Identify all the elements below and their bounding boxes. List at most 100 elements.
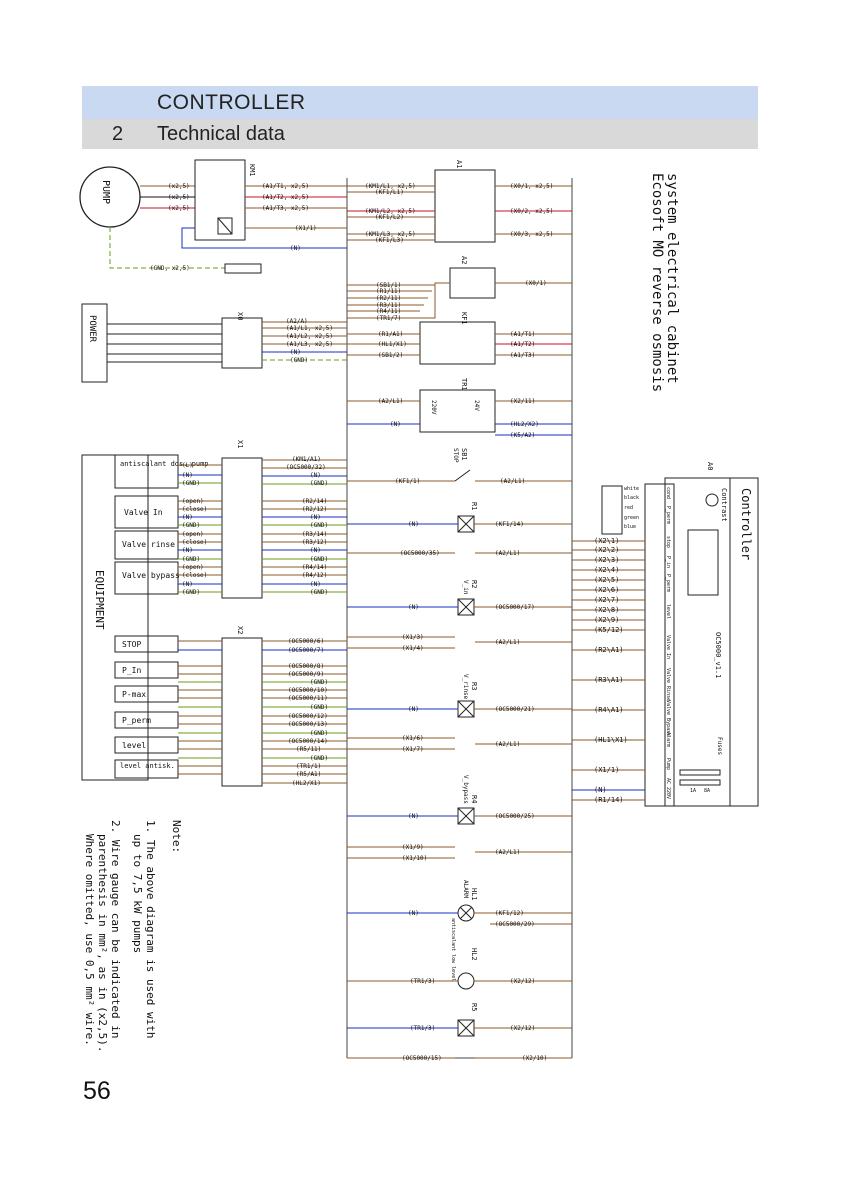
hl2-sub: antiscalant low level [450,918,456,981]
tr1-left-2: (N) [390,421,401,428]
notes-heading: Note: [170,820,183,853]
fuse-a-label: 1A [690,788,696,794]
tr1-primary: 220V [430,400,437,415]
km1-coil [217,217,233,235]
x1-right-5: (R2/14) [302,498,327,505]
controller-label: Controller [739,488,753,560]
equip-valve-bypass [114,561,179,595]
relay-label-29: (OC5000/15) [402,1055,442,1062]
port-12: AC 220V [665,778,671,799]
note-1: 1. The above diagram is used with [144,820,157,1039]
hl1-sub: ALARM [462,880,469,898]
a2-left-6: (TR1/7) [376,315,401,322]
a2-left-5: (R4/11) [376,308,401,315]
x1-terminal-block [221,457,263,599]
a1-left-6: (KF1/L3) [375,237,404,244]
relay-label-15: (X1/7) [402,746,424,753]
a2-box [449,267,496,299]
x1-sig-11: (GND) [182,556,200,563]
port-11: Pump [665,758,671,770]
x1-right-7: (N) [310,514,321,521]
km1-right-2: (A1/T2, x2,5) [262,194,309,201]
ground-terminal [224,263,262,274]
x2-right-3: (OC5000/8) [288,663,324,670]
relay-label-26: (X2/12) [510,978,535,985]
x0-label: X0 [236,312,244,320]
a2-breaker: A2 (SB1/1) (R1/11) (R2/11) (R3/11) (R4/1… [347,256,572,322]
x2-right-8: (GND) [310,704,328,711]
km1-coil-mark [217,217,233,235]
x2-right-13: (R5/11) [296,746,321,753]
x1-right-16: (GND) [310,589,328,596]
hl2-label: HL2 [470,948,478,961]
ctrl-left-17: (R1/14) [594,796,624,804]
pump-section: PUMP (x2,5) (x2,5) (x2,5) (GND, x2,5) [79,166,225,272]
pump-wire-label-1: (x2,5) [168,183,190,190]
x0-right-4: (A1/L3, x2,5) [286,341,333,348]
kf1-left-3: (SB1/2) [378,352,403,359]
x1-right-8: (GND) [310,522,328,529]
r1-label: R1 [470,502,478,510]
a2-left-4: (R3/11) [376,302,401,309]
x2-right-15: (TR1/1) [296,763,321,770]
equip-level [114,736,179,754]
x1-sig-1: (L) [182,462,193,469]
relay-label-2: (A2/L1) [500,478,525,485]
equip-label-2: Valve In [124,508,163,517]
km1-right-1: (A1/T1, x2,5) [262,183,309,190]
a1-left-4: (KF1/L2) [375,214,404,221]
x2-right-4: (OC5000/9) [288,671,324,678]
relay-label-8: (OC5000/17) [495,604,535,611]
relay-label-4: (KF1/14) [495,521,524,528]
x1-right-13: (R4/14) [302,564,327,571]
a2-right: (X0/1) [525,280,547,287]
ctrl-left-1: (X2\1) [594,537,619,545]
a1-left-2: (KF1/L1) [375,189,404,196]
kf1-left-2: (HL1/X1) [378,341,407,348]
ctrl-left-2: (X2\2) [594,546,619,554]
r4-sub: V_bypass [462,775,469,804]
x1-sig-14: (N) [182,581,193,588]
ctrl-left-8: (X2\8) [594,606,619,614]
port-2: P_perm [665,506,671,524]
x0-right-3: (A1/L2, x2,5) [286,333,333,340]
kf1-left-1: (R1/A1) [378,331,403,338]
kf1-label: KF1 [460,312,468,325]
port-8: Valve Rinse [665,668,671,701]
relay-label-23: (KF1/12) [495,910,524,917]
km1-right-5: (N) [290,245,301,252]
equip-label-3: Valve rinse [122,540,175,549]
x1-sig-3: (GND) [182,480,200,487]
relay-label-20: (X1/10) [402,855,427,862]
sb1-label: SB1 [460,448,468,461]
a2-left-1: (SB1/1) [376,282,401,289]
port-3: stop [665,536,671,548]
x2-right-1: (OC5000/6) [288,638,324,645]
x2-label: X2 [236,626,244,634]
km1-right-3: (A1/T3, x2,5) [262,205,309,212]
port-10: Alarm [665,732,671,747]
x0-terminal-block [221,317,263,369]
ctrl-left-10: (K5/12) [594,626,624,634]
contrast-label: Contrast [720,488,728,522]
a2-left-2: (R1/11) [376,288,401,295]
controller-port-column [664,483,675,807]
ctrl-left-9: (X2\9) [594,616,619,624]
hl1-label: HL1 [470,888,478,901]
x1-right-6: (R2/12) [302,506,327,513]
x1-sig-8: (open) [182,531,204,538]
relay-label-12: (N) [408,706,419,713]
relay-label-16: (A2/L1) [495,741,520,748]
r3-sub: V_rinse [462,674,469,700]
port-9: Valve Bypass [665,700,671,736]
x1-sig-4: (open) [182,498,204,505]
x2-right-14: (GND) [310,755,328,762]
fuse-b-label: 8A [704,788,710,794]
title-line-2: system electrical cabinet [664,173,680,384]
a1-right-3: (X0/3, x2,5) [510,231,553,238]
section-header-band [82,86,758,119]
a1-label: A1 [455,160,463,168]
kf1-right-3: (A1/T3) [510,352,535,359]
tr1-right-3: (K5/A2) [510,432,535,439]
r5-label: R5 [470,1003,478,1011]
